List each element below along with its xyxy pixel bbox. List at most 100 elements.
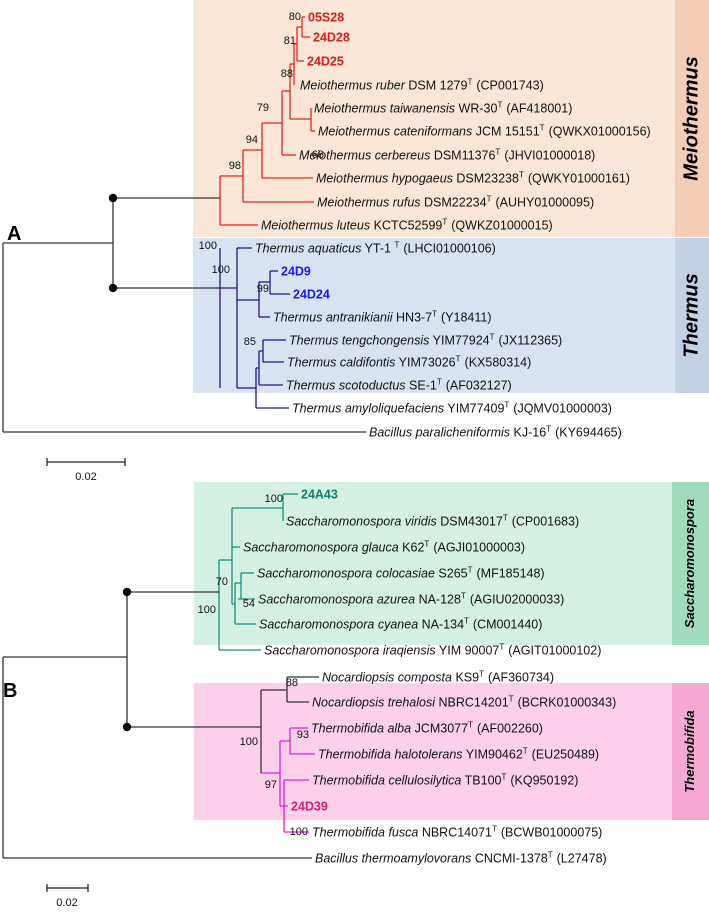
species-epithet: azurea	[377, 593, 415, 607]
genus-name: Saccharomonospora	[286, 515, 401, 529]
taxon-label: Thermobifida cellulosilytica TB100T(KQ95…	[312, 773, 578, 788]
species-epithet: thermoamylovorans	[362, 852, 472, 866]
saccharomonospora-box	[194, 482, 672, 645]
genus-name: Saccharomonospora	[257, 567, 372, 581]
accession-number: (L27478)	[557, 852, 607, 866]
taxon-label: Thermobifida fusca NBRC14071T(BCWB010000…	[312, 825, 602, 840]
genus-name: Saccharomonospora	[264, 644, 379, 658]
genus-name: Saccharomonospora	[259, 618, 374, 632]
type-strain-marker: T	[497, 101, 502, 110]
species-epithet: scotoductus	[339, 379, 406, 393]
species-epithet: glauca	[362, 541, 399, 555]
taxon-label: Bacillus thermoamylovorans CNCMI-1378T(L…	[315, 851, 607, 866]
genus-name: Bacillus	[315, 852, 358, 866]
bootstrap-value: 100	[240, 736, 258, 748]
species-epithet: cyanea	[378, 618, 418, 632]
isolate-label: 24D24	[293, 288, 330, 302]
species-epithet: hypogaeus	[392, 172, 453, 186]
accession-number: (Y18411)	[441, 311, 492, 325]
accession-number: (JX112365)	[499, 334, 563, 348]
genus-name: Thermus	[286, 379, 335, 393]
bootstrap-value: 54	[243, 598, 255, 610]
genus-name: Meiothermus	[316, 172, 388, 186]
taxon-label: Bacillus paralicheniformis KJ-16T(KY6944…	[369, 425, 622, 440]
genus-name: Saccharomonospora	[258, 593, 373, 607]
genus-name: Meiothermus	[300, 79, 372, 93]
type-strain-marker: T	[509, 695, 514, 704]
meiothermus-box	[193, 0, 675, 237]
type-strain-marker: T	[461, 592, 466, 601]
accession-number: (AGIU02000033)	[470, 593, 565, 607]
bootstrap-value: 81	[284, 35, 296, 47]
thermobifida-group-band	[672, 683, 709, 820]
genus-name: Thermus	[292, 402, 341, 416]
strain-id: KS9	[455, 671, 479, 685]
thermus-box	[193, 238, 675, 393]
accession-number: (CP001683)	[512, 515, 579, 529]
accession-number: (AF418001)	[506, 102, 572, 116]
isolate-label: 24A43	[301, 488, 338, 502]
genus-name: Saccharomonospora	[243, 541, 358, 555]
species-epithet: rufus	[393, 196, 421, 210]
strain-id: NBRC14071	[422, 826, 492, 840]
taxon-label: Thermus tengchongensis YIM77924T(JX11236…	[289, 333, 562, 348]
accession-number: (JQMV01000003)	[513, 402, 612, 416]
accession-number: (AF032127)	[446, 379, 512, 393]
species-epithet: aquaticus	[308, 242, 362, 256]
type-strain-marker: T	[504, 401, 509, 410]
species-epithet: tengchongensis	[342, 334, 430, 348]
species-epithet: fusca	[388, 826, 418, 840]
genus-name: Thermus	[273, 311, 322, 325]
taxon-label: Thermus antranikianii HN3-7T(Y18411)	[273, 310, 492, 325]
type-strain-marker: T	[464, 617, 469, 626]
accession-number: (QWKX01000156)	[549, 125, 651, 139]
strain-id: NBRC14201	[438, 696, 508, 710]
type-strain-marker: T	[548, 851, 553, 860]
strain-id: DSM22234	[424, 196, 487, 210]
type-strain-marker: T	[492, 825, 497, 834]
root-node-dot	[122, 722, 132, 732]
strain-id: YIM90462	[466, 748, 523, 762]
genus-name: Thermobifida	[318, 748, 391, 762]
genus-name: Nocardiopsis	[322, 671, 394, 685]
accession-number: (EU250489)	[532, 748, 599, 762]
genus-name: Meiothermus	[261, 219, 333, 233]
genus-name: Meiothermus	[314, 102, 386, 116]
bootstrap-value: 68	[312, 149, 324, 161]
type-strain-marker: T	[442, 218, 447, 227]
species-epithet: alba	[387, 722, 411, 736]
species-epithet: cellulosilytica	[388, 774, 461, 788]
species-epithet: trehalosi	[388, 696, 436, 710]
bootstrap-value: 100	[199, 240, 217, 252]
type-strain-marker: T	[479, 670, 484, 679]
thermobifida-box	[194, 683, 672, 820]
taxon-label: Saccharomonospora viridis DSM43017T(CP00…	[286, 514, 579, 529]
type-strain-marker: T	[503, 514, 508, 523]
taxon-label: Meiothermus luteus KCTC52599T(QWKZ010000…	[261, 218, 553, 233]
type-strain-marker: T	[467, 78, 472, 87]
type-strain-marker: T	[501, 773, 506, 782]
thermus-group-label: Thermus	[680, 273, 702, 357]
species-epithet: paralicheniformis	[415, 426, 510, 440]
genus-name: Thermus	[287, 356, 336, 370]
genus-name: Meiothermus	[299, 149, 371, 163]
genus-name: Meiothermus	[317, 196, 389, 210]
bootstrap-value: 94	[246, 134, 258, 146]
accession-number: (AUHY01000095)	[495, 196, 594, 210]
type-strain-marker: T	[499, 643, 504, 652]
bootstrap-value: 100	[198, 604, 216, 616]
bootstrap-value: 93	[297, 729, 309, 741]
thermus-group-band	[675, 238, 709, 393]
type-strain-marker: T	[523, 747, 528, 756]
taxon-label: Thermus caldifontis YIM73026T(KX580314)	[287, 355, 531, 370]
taxon-label: Thermobifida alba JCM3077T(AF002260)	[311, 721, 543, 736]
species-epithet: antranikianii	[326, 311, 394, 325]
strain-id: DSM43017	[440, 515, 503, 529]
meiothermus-group-label: Meiothermus	[680, 56, 702, 180]
strain-id: YIM73026	[399, 356, 456, 370]
taxon-label: Saccharomonospora cyanea NA-134T(CM00144…	[259, 617, 542, 632]
bootstrap-value: 97	[265, 779, 277, 791]
accession-number: (QWKZ01000015)	[451, 219, 552, 233]
accession-number: (CP001743)	[476, 79, 543, 93]
root-node-dot	[108, 193, 118, 203]
